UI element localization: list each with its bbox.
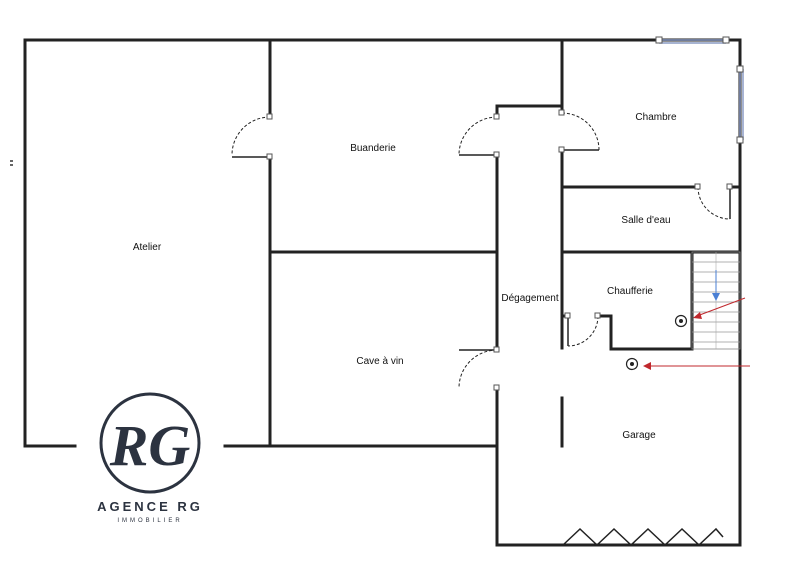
- door-swing-icon: [694, 183, 733, 220]
- brand-name: AGENCE RG: [97, 499, 203, 514]
- room-label-cave-a-vin: Cave à vin: [356, 356, 403, 367]
- window-icon: [655, 36, 730, 44]
- boiler-icon: [625, 357, 639, 371]
- stairs-icon: [691, 251, 741, 350]
- door-swing-icon: [558, 109, 600, 153]
- room-label-chambre: Chambre: [635, 112, 677, 123]
- window-icon: [736, 65, 744, 144]
- room-label-garage: Garage: [622, 430, 656, 441]
- red-arrow-icon: [693, 297, 746, 319]
- logo-monogram: RG: [109, 413, 191, 478]
- wall-chaufferie-b2: [596, 250, 694, 351]
- room-label-salle-deau: Salle d'eau: [621, 215, 670, 226]
- door-swing-icon: [458, 346, 500, 391]
- red-arrow-icon: [643, 362, 750, 370]
- logo-icon: RG: [99, 392, 201, 494]
- door-swing-icon: [231, 113, 273, 160]
- blue-arrow-icon: [712, 270, 720, 301]
- room-label-atelier: Atelier: [133, 242, 162, 253]
- room-label-degagement: Dégagement: [501, 293, 558, 304]
- door-swing-icon: [458, 113, 500, 158]
- room-label-chaufferie: Chaufferie: [607, 286, 653, 297]
- garage-door: [562, 527, 724, 547]
- interior-walls: [268, 38, 742, 448]
- boiler-icon: [674, 314, 688, 328]
- edge-marker: [10, 160, 13, 166]
- room-label-buanderie: Buanderie: [350, 143, 396, 154]
- brand-subtitle: IMMOBILIER: [117, 518, 183, 524]
- door-swing-icon: [564, 312, 601, 347]
